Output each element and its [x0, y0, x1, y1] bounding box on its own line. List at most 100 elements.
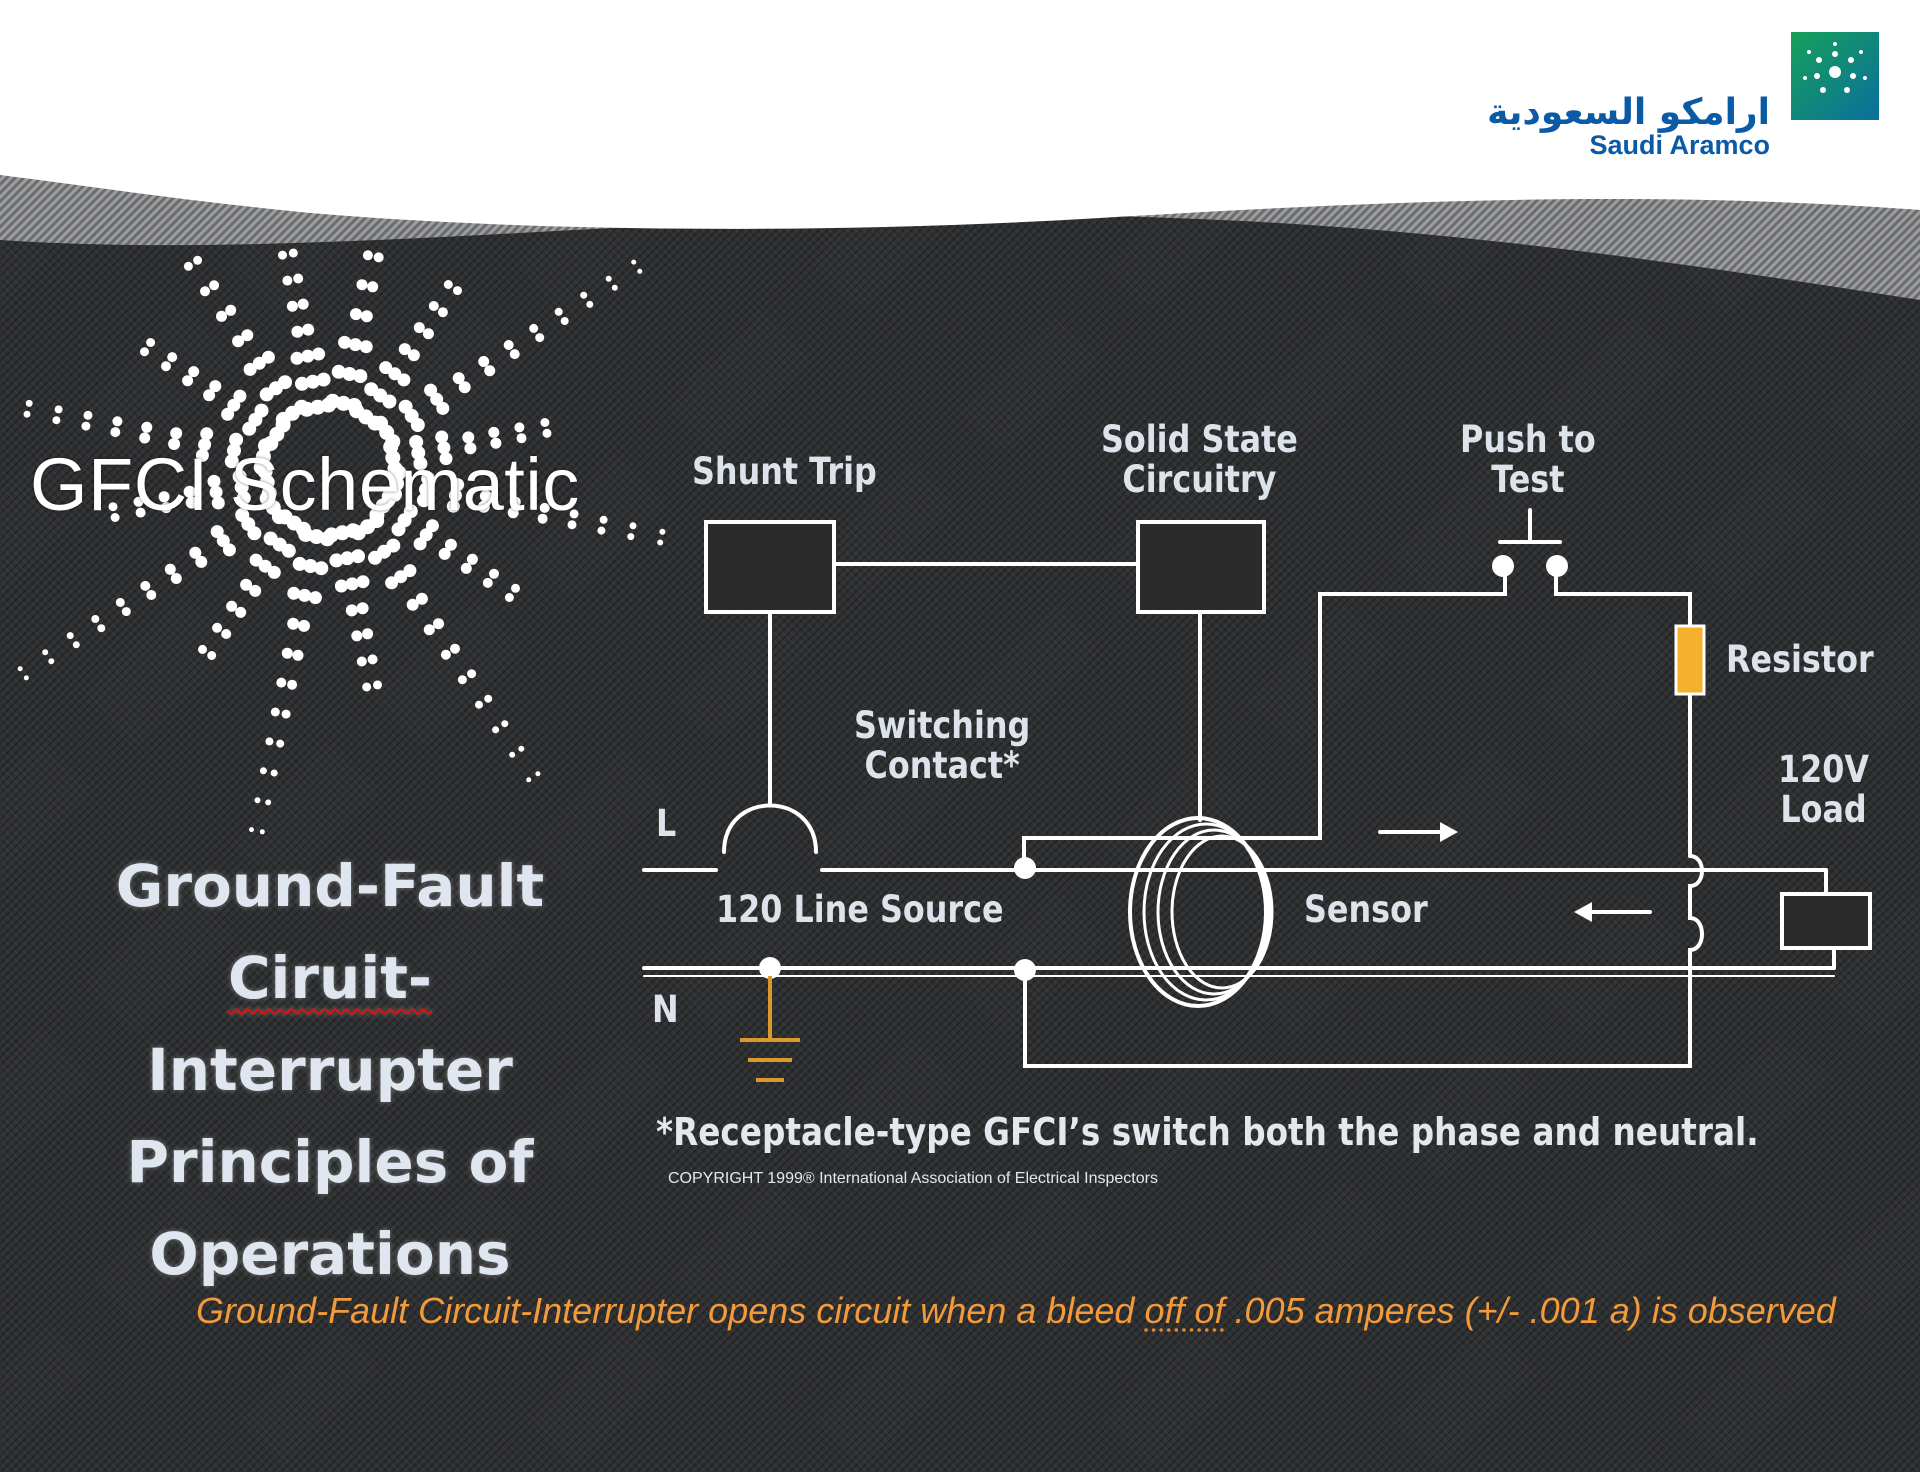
aramco-logo-mark — [1791, 32, 1879, 120]
copyright-notice: COPYRIGHT 1999® International Associatio… — [668, 1170, 1158, 1187]
ground-icon — [740, 976, 800, 1082]
starburst-dot — [121, 607, 131, 617]
logo-arabic-text: ارامكو السعودية — [1487, 92, 1770, 133]
sensor-coil — [1156, 828, 1272, 996]
starburst-dot — [488, 426, 500, 438]
starburst-dot — [507, 507, 519, 519]
starburst-dot — [448, 488, 462, 502]
starburst-dot — [212, 622, 223, 633]
starburst-dot — [265, 737, 274, 746]
starburst-dot — [254, 403, 269, 418]
starburst-dot — [331, 364, 346, 379]
starburst-dot — [421, 471, 436, 486]
solid-state-box — [1136, 520, 1266, 614]
label-shunt-trip: Shunt Trip — [692, 450, 877, 493]
starburst-dot — [443, 280, 453, 289]
starburst-dot — [439, 452, 453, 466]
starburst-dot — [286, 300, 298, 312]
bottom-note-text: Ground-Fault Circuit-Interrupter opens c… — [196, 1290, 1145, 1331]
starburst-dot — [478, 356, 490, 367]
starburst-dot — [437, 441, 451, 455]
contact-dot — [1546, 555, 1568, 577]
starburst-dot — [200, 286, 210, 297]
label-neutral-n: N — [652, 988, 679, 1031]
starburst-dot — [221, 407, 235, 421]
starburst-dot — [48, 658, 55, 665]
label-line: Contact* — [864, 744, 1020, 787]
starburst-dot — [356, 602, 369, 615]
starburst-dot — [133, 496, 144, 507]
junction-dot — [1014, 857, 1036, 879]
starburst-dot — [479, 490, 492, 502]
starburst-dot — [637, 268, 643, 274]
starburst-dot — [25, 399, 33, 407]
starburst-dot — [514, 422, 525, 433]
starburst-dot — [539, 502, 550, 513]
starburst-dot — [232, 335, 245, 348]
starburst-dot — [83, 410, 93, 420]
starburst-dot — [509, 349, 520, 360]
test-wire — [1022, 578, 1507, 872]
starburst-dot — [382, 394, 397, 409]
starburst-dot — [276, 739, 285, 748]
starburst-dot — [501, 720, 509, 728]
arrow-right-head-icon — [1440, 822, 1458, 842]
starburst-dot — [438, 547, 451, 560]
starburst-dot — [422, 328, 434, 340]
starburst-dot — [373, 680, 382, 690]
subtitle-line: Ciruit- — [60, 932, 600, 1024]
starburst-dot — [91, 615, 100, 623]
starburst-dot — [189, 546, 202, 559]
starburst-dot — [409, 435, 424, 449]
starburst-dot — [334, 579, 348, 593]
junction-dot — [1014, 959, 1036, 981]
sensor-coil — [1170, 834, 1274, 990]
starburst-dot — [287, 586, 301, 600]
starburst-dot — [516, 433, 527, 444]
starburst-dot — [305, 374, 320, 389]
starburst-dot — [236, 491, 251, 505]
starburst-dot — [457, 675, 467, 685]
starburst-dot — [554, 307, 563, 316]
starburst-dot — [164, 563, 176, 575]
starburst-dot — [356, 279, 368, 291]
starburst-dot — [308, 591, 322, 605]
starburst-dot — [216, 310, 227, 322]
starburst-dot — [185, 496, 198, 509]
starburst-dot — [229, 432, 244, 447]
starburst-dot — [464, 442, 477, 455]
label-solid-state: Solid State Circuitry — [1101, 420, 1298, 500]
starburst-dot — [388, 367, 402, 381]
starburst-dot — [108, 502, 118, 512]
starburst-dot — [368, 550, 382, 565]
starburst-dot — [168, 438, 181, 450]
starburst-dot — [413, 322, 425, 334]
label-line-source: 120 Line Source — [716, 888, 1004, 931]
starburst-dot — [170, 427, 183, 440]
starburst-dot — [139, 432, 151, 444]
starburst-dot — [291, 325, 304, 338]
starburst-dot — [263, 531, 278, 546]
starburst-dot — [351, 549, 365, 564]
starburst-dot — [419, 528, 433, 542]
switching-contact — [722, 803, 818, 854]
diagram-footnote: *Receptacle-type GFCI’s switch both the … — [656, 1110, 1759, 1154]
label-line: Test — [1491, 458, 1565, 501]
label-resistor: Resistor — [1726, 638, 1874, 681]
starburst-dot — [302, 323, 315, 336]
starburst-dot — [403, 564, 417, 578]
starburst-dot — [425, 519, 439, 533]
starburst-dot — [659, 528, 666, 535]
starburst-dot — [170, 573, 182, 584]
test-wire — [1554, 561, 1692, 628]
starburst-dot — [484, 365, 496, 377]
starburst-dot — [158, 491, 170, 503]
starburst-dot — [452, 372, 465, 385]
starburst-dot — [435, 430, 449, 444]
starburst-dot — [198, 438, 212, 452]
starburst-dot — [42, 649, 49, 656]
starburst-dot — [216, 534, 230, 548]
starburst-dot — [298, 588, 312, 602]
label-line: 120V — [1778, 748, 1870, 791]
starburst-dot — [209, 280, 220, 291]
